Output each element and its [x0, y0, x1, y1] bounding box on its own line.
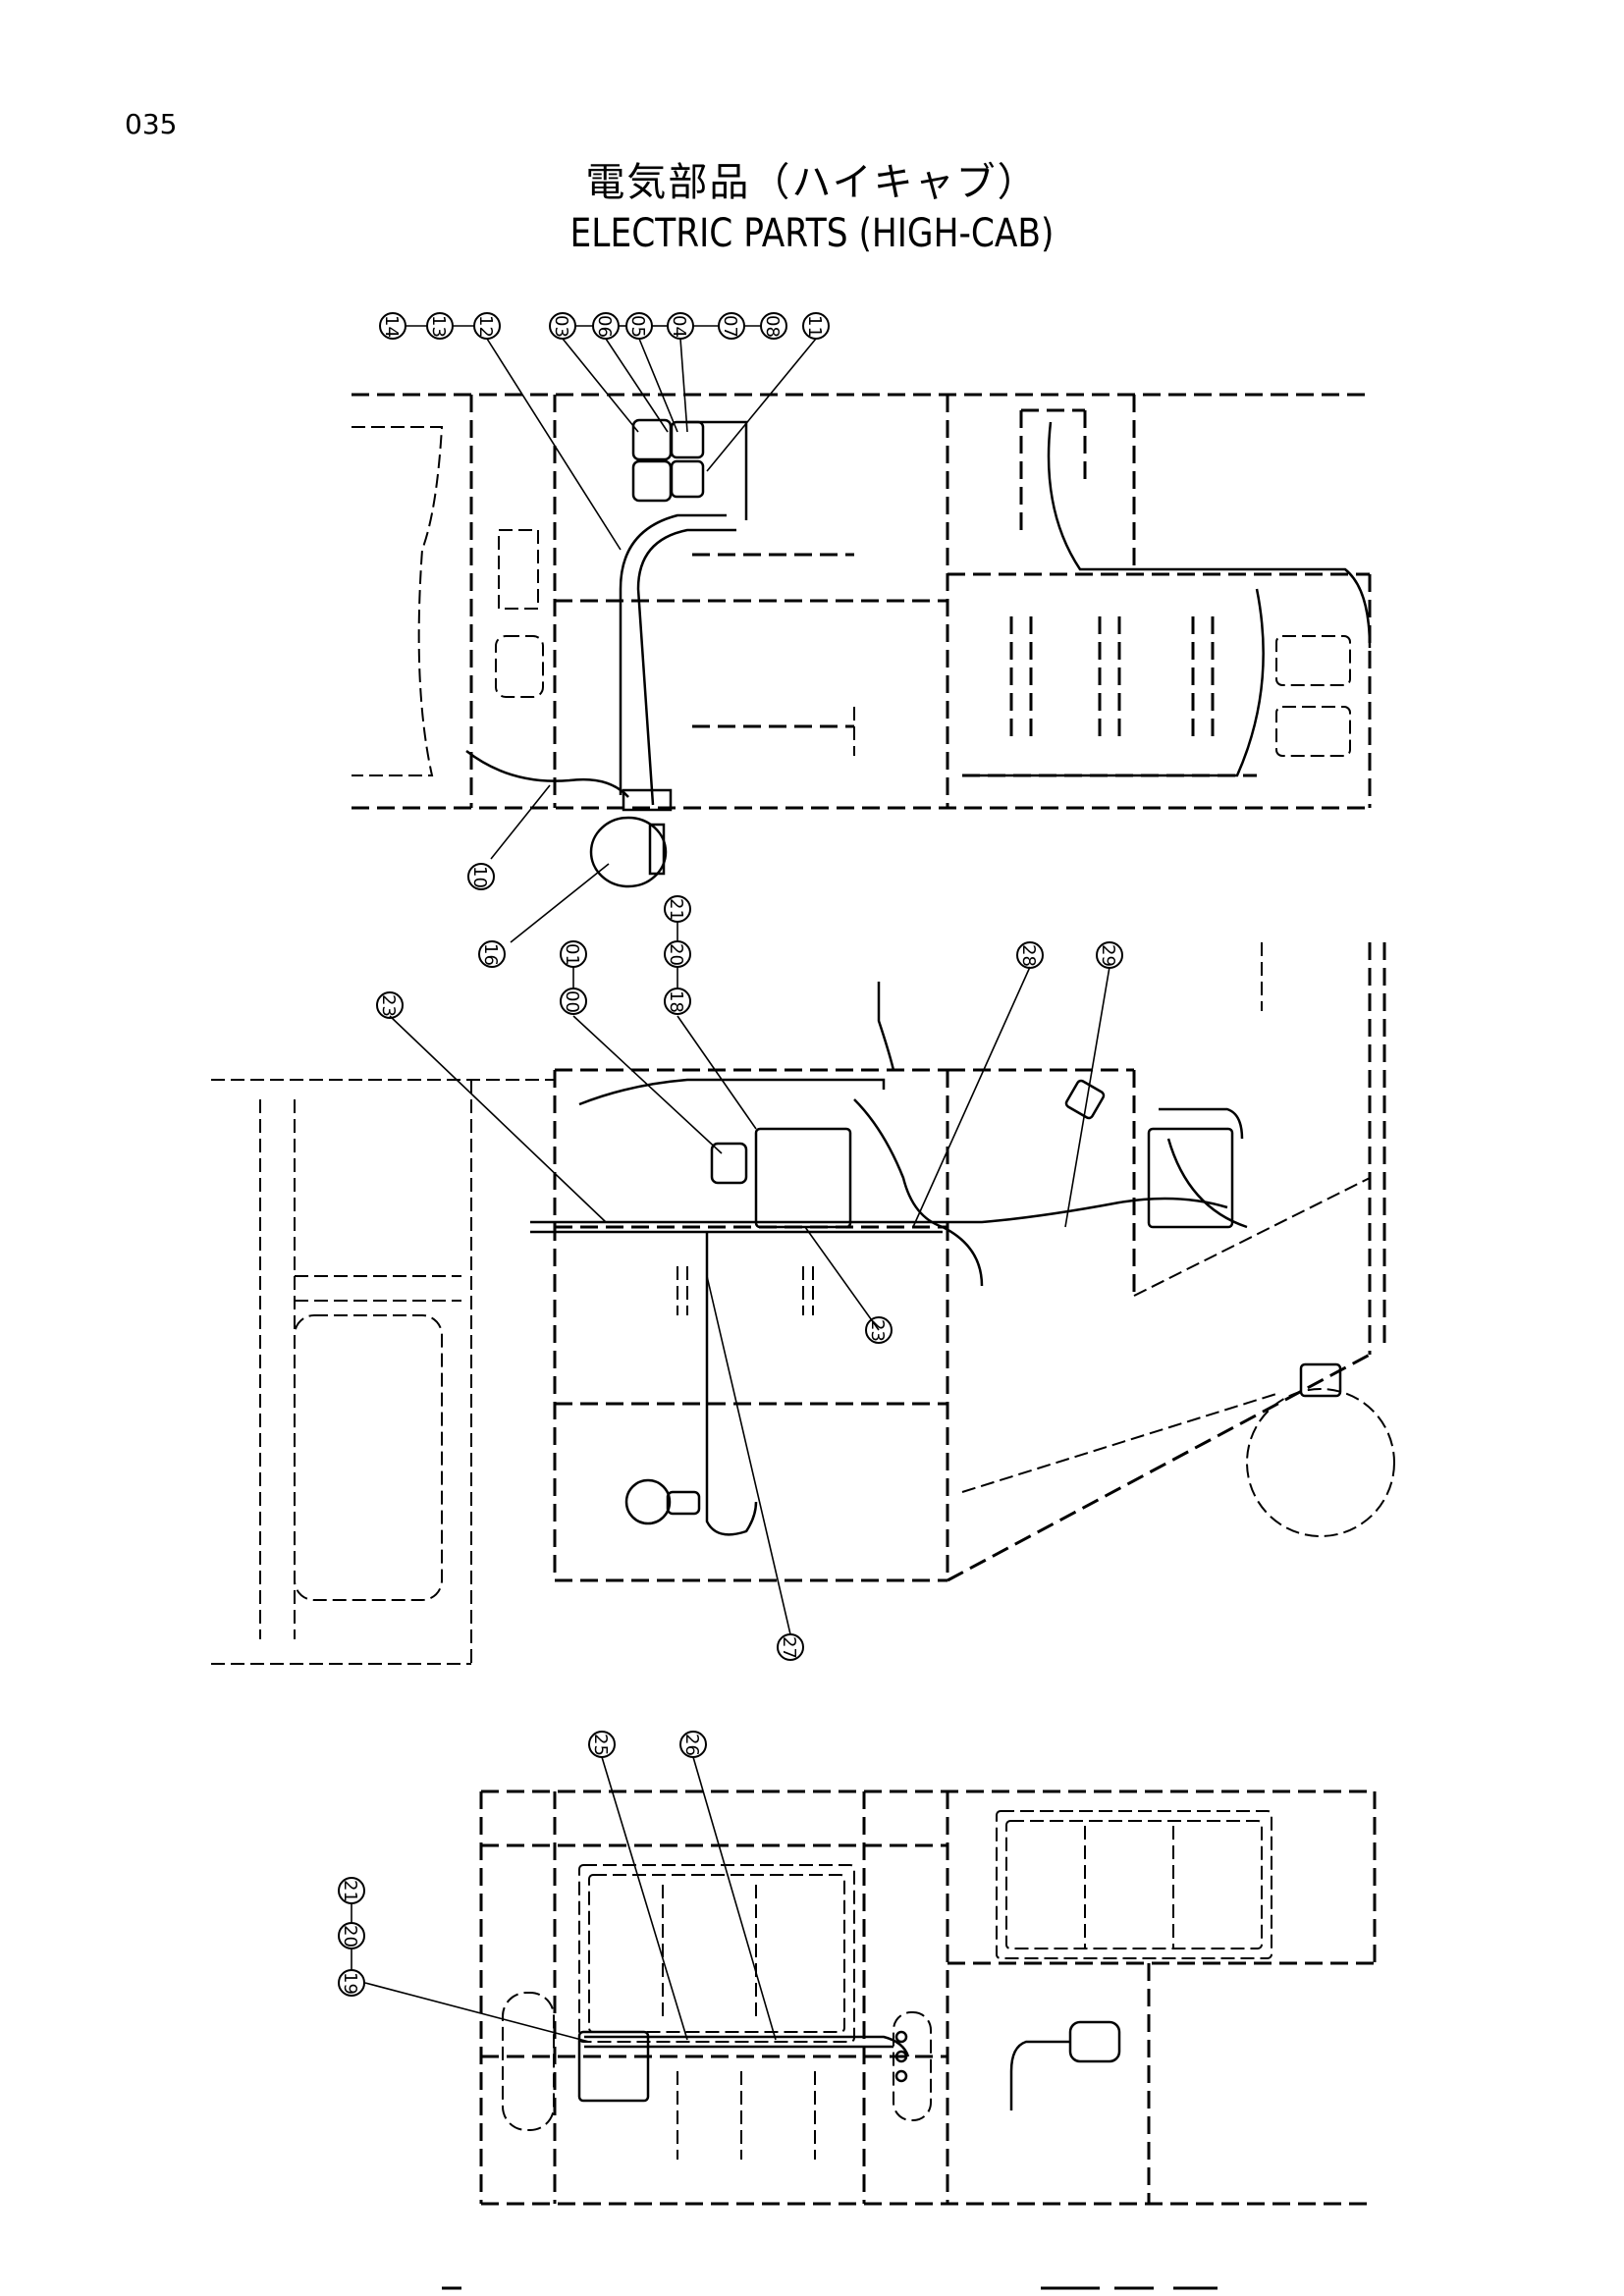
svg-text:20: 20	[340, 1925, 360, 1948]
middle-view	[211, 942, 1395, 1665]
callout-23-lower: 23	[865, 1316, 893, 1344]
svg-text:12: 12	[475, 315, 496, 338]
svg-text:08: 08	[762, 315, 783, 338]
svg-text:13: 13	[428, 315, 449, 338]
svg-text:00: 00	[562, 990, 582, 1013]
callout-12: 12	[473, 312, 501, 340]
title-english: ELECTRIC PARTS (HIGH-CAB)	[569, 211, 1055, 256]
callout-16: 16	[478, 940, 506, 968]
top-view	[352, 338, 1372, 943]
callout-bubbles: 14 13 12 03 06 05 04 07 08 11 10 16 23 0…	[338, 312, 1123, 1997]
callout-01: 01	[560, 940, 587, 968]
callout-10: 10	[467, 863, 495, 890]
svg-text:25: 25	[590, 1734, 611, 1756]
callout-04: 04	[667, 312, 694, 340]
title-block: 電気部品（ハイキャブ） ELECTRIC PARTS (HIGH-CAB)	[0, 157, 1624, 259]
callout-23-upper: 23	[376, 991, 404, 1019]
middle-harness	[530, 982, 1342, 1536]
callout-08: 08	[760, 312, 787, 340]
callout-18: 18	[664, 988, 691, 1015]
callout-13: 13	[426, 312, 454, 340]
callout-14: 14	[379, 312, 406, 340]
svg-text:26: 26	[681, 1734, 702, 1756]
svg-text:28: 28	[1018, 944, 1039, 967]
svg-text:23: 23	[867, 1319, 888, 1342]
svg-text:10: 10	[469, 866, 490, 888]
middle-leader-lines	[389, 966, 1110, 1635]
svg-text:23: 23	[378, 994, 399, 1017]
callout-25: 25	[588, 1731, 616, 1758]
callout-20-middle: 20	[664, 940, 691, 968]
callout-06: 06	[592, 312, 620, 340]
svg-text:05: 05	[627, 315, 648, 338]
callout-11: 11	[802, 312, 830, 340]
callout-connectors	[351, 325, 761, 1970]
callout-07: 07	[718, 312, 745, 340]
svg-text:14: 14	[381, 315, 402, 338]
page-number: 035	[125, 108, 178, 140]
callout-20-bottom: 20	[338, 1922, 365, 1949]
svg-text:01: 01	[562, 943, 582, 966]
bottom-leader-lines	[364, 1756, 777, 2043]
title-japanese: 電気部品（ハイキャブ）	[585, 160, 1039, 205]
svg-text:16: 16	[480, 943, 501, 966]
callout-26: 26	[679, 1731, 707, 1758]
callout-05: 05	[625, 312, 653, 340]
svg-text:21: 21	[666, 898, 686, 921]
bottom-view	[364, 1756, 1377, 2206]
bottom-harness	[577, 2020, 1121, 2110]
svg-text:21: 21	[340, 1880, 360, 1902]
callout-03: 03	[549, 312, 576, 340]
svg-text:11: 11	[804, 315, 825, 338]
top-harness	[465, 418, 1372, 888]
svg-text:03: 03	[551, 315, 571, 338]
svg-text:07: 07	[720, 315, 740, 338]
svg-text:20: 20	[666, 943, 686, 966]
svg-text:04: 04	[669, 315, 689, 338]
svg-text:06: 06	[594, 315, 615, 338]
svg-text:29: 29	[1098, 944, 1118, 967]
callout-28: 28	[1016, 941, 1044, 969]
callout-00: 00	[560, 988, 587, 1015]
callout-21-bottom: 21	[338, 1877, 365, 1904]
svg-text:19: 19	[340, 1972, 360, 1995]
svg-text:18: 18	[666, 990, 686, 1013]
callout-29: 29	[1096, 941, 1123, 969]
svg-text:27: 27	[779, 1636, 799, 1659]
callout-19: 19	[338, 1969, 365, 1997]
callout-21-middle: 21	[664, 895, 691, 923]
callout-27: 27	[777, 1633, 804, 1661]
top-leader-lines	[486, 338, 817, 943]
